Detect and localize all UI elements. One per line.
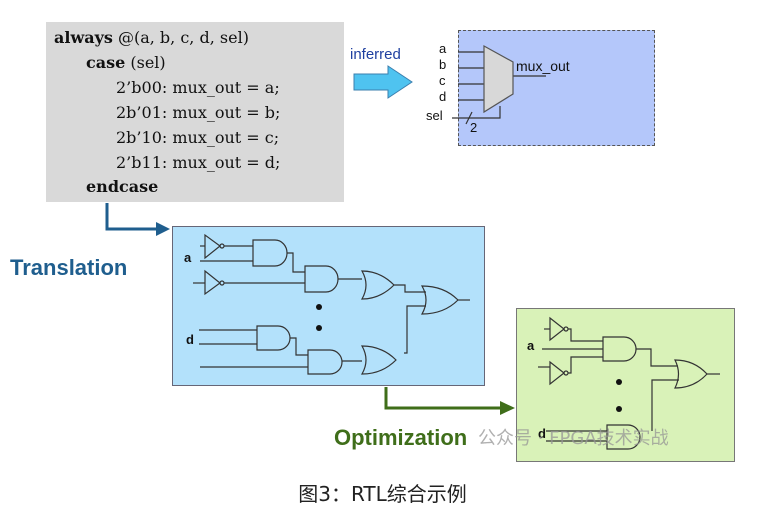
watermark: 公众号 · FPGA技术实战 [478, 428, 669, 449]
mux-label-b: b [439, 57, 447, 72]
code-line-case-01: 2b’01: mux_out = b; [116, 103, 281, 122]
sensitivity-list: @(a, b, c, d, sel) [112, 28, 249, 47]
case-selector: (sel) [125, 53, 166, 72]
mux-diagram-box [458, 30, 655, 146]
optimization-arrow [384, 387, 505, 410]
mux-label-c: c [439, 73, 446, 88]
code-line-endcase: endcase [86, 177, 158, 196]
verilog-code-box: always @(a, b, c, d, sel) case (sel) 2’b… [46, 22, 344, 202]
translation-label: Translation [10, 255, 128, 280]
code-line-case-11: 2’b11: mux_out = d; [116, 153, 281, 172]
keyword-always: always [54, 28, 113, 47]
inferred-label: inferred [350, 46, 401, 63]
optimization-arrowhead-icon [500, 401, 515, 415]
figure-caption: 图3：RTL综合示例 [298, 482, 467, 506]
mux-label-sel: sel [426, 108, 443, 123]
translation-arrowhead-icon [156, 222, 170, 236]
translation-arrow [105, 203, 160, 231]
code-line-case-10: 2b’10: mux_out = c; [116, 128, 280, 147]
mux-sel-width: 2 [470, 120, 478, 135]
translation-input-d: d [186, 332, 194, 347]
mux-label-a: a [439, 41, 447, 56]
translation-input-a: a [184, 250, 192, 265]
translation-gate-box [172, 226, 485, 386]
optimization-label: Optimization [334, 425, 468, 450]
inferred-arrow-icon [353, 65, 413, 99]
code-line-always: always @(a, b, c, d, sel) [54, 28, 249, 47]
mux-output-label: mux_out [516, 58, 570, 74]
keyword-case: case [86, 53, 126, 72]
mux-label-d: d [439, 89, 447, 104]
optimization-input-d: d [538, 426, 546, 441]
code-line-case: case (sel) [86, 53, 166, 72]
keyword-endcase: endcase [86, 177, 159, 196]
code-line-case-00: 2’b00: mux_out = a; [116, 78, 280, 97]
optimization-input-a: a [527, 338, 535, 353]
